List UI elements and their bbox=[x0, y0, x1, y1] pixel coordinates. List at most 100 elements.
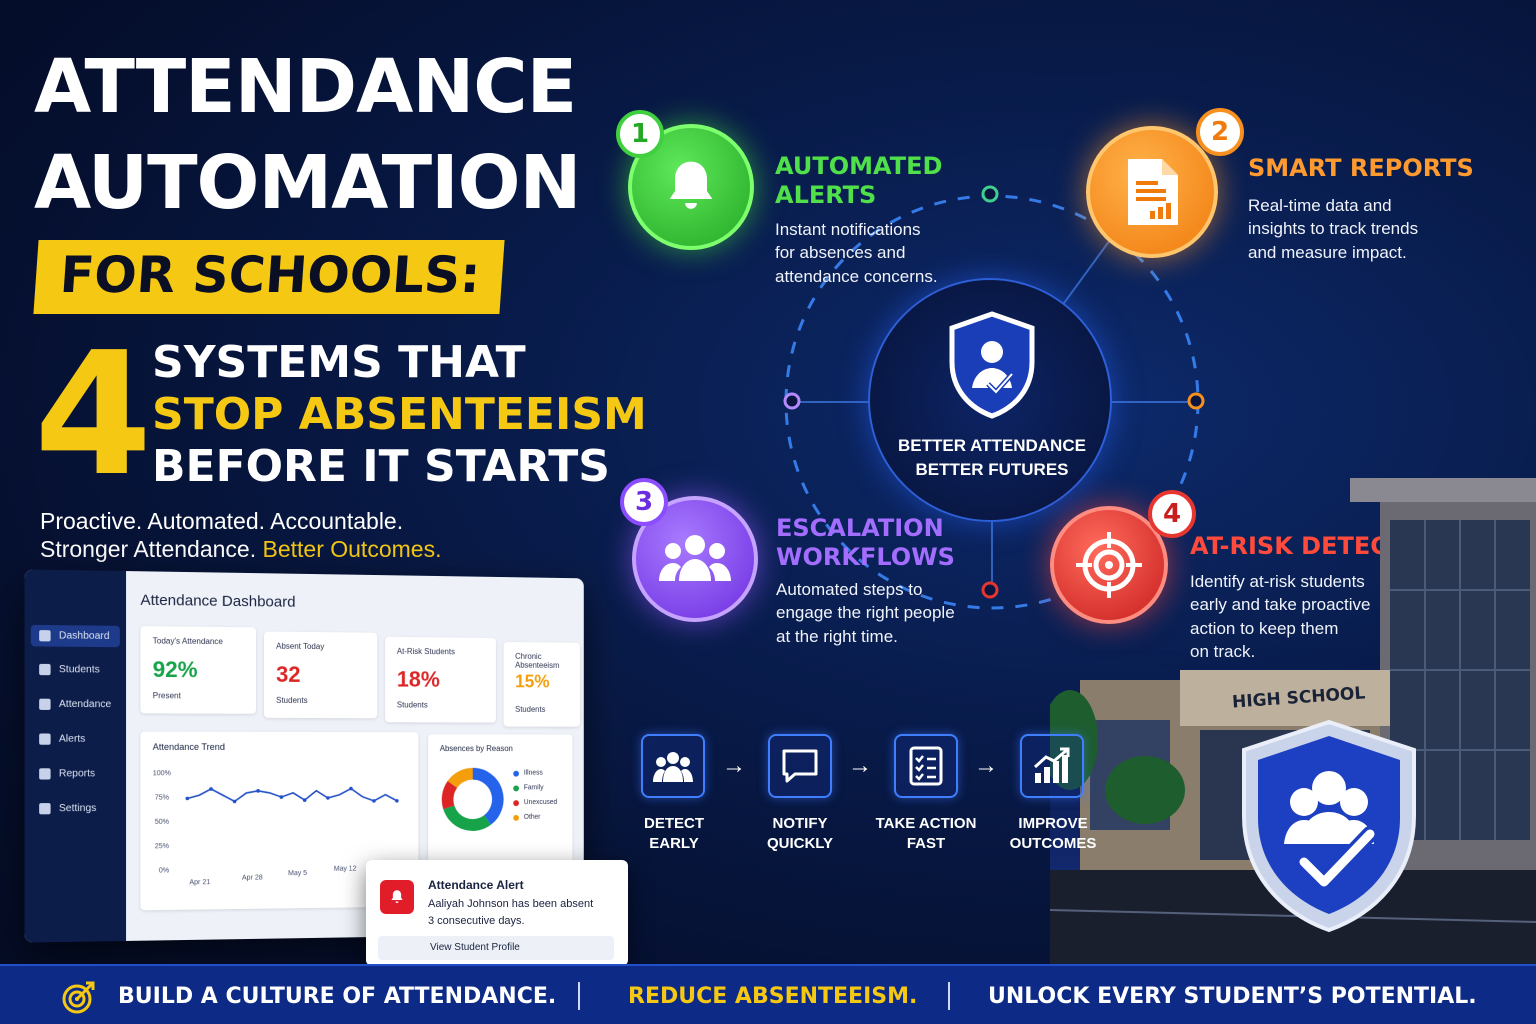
kpi-value: 18% bbox=[397, 667, 440, 693]
center-line-1: BETTER ATTENDANCE bbox=[870, 436, 1114, 456]
sidebar-item-dashboard[interactable]: Dashboard bbox=[31, 625, 120, 647]
legend-item: Family bbox=[513, 784, 557, 791]
kpi-card-chronic: Chronic Absenteeism 15% Students bbox=[504, 642, 580, 727]
system-1-desc-line2: for absences and bbox=[775, 243, 905, 262]
step-improve-box bbox=[1020, 734, 1084, 798]
sidebar-item-settings[interactable]: Settings bbox=[39, 803, 96, 814]
step-action-label: TAKE ACTION FAST bbox=[868, 814, 984, 853]
kpi-sub: Students bbox=[515, 705, 545, 714]
kpi-card-absent: Absent Today 32 Students bbox=[264, 631, 377, 718]
trend-point bbox=[209, 787, 213, 791]
trend-point bbox=[233, 800, 237, 804]
legend-label: Unexcused bbox=[524, 799, 557, 806]
step-notify-l2: QUICKLY bbox=[767, 835, 833, 852]
arrow-right-icon: → bbox=[722, 752, 746, 780]
system-3-title-line1: ESCALATION bbox=[776, 514, 944, 542]
y-tick: 50% bbox=[155, 819, 169, 826]
kpi-label: At-Risk Students bbox=[397, 647, 455, 656]
attendance-alert-popup: Attendance Alert Aaliyah Johnson has bee… bbox=[366, 860, 628, 966]
legend-item: Illness bbox=[513, 770, 557, 777]
growth-chart-icon bbox=[1032, 747, 1072, 785]
legend-label: Illness bbox=[524, 770, 543, 777]
tagline-2b: Better Outcomes. bbox=[263, 536, 442, 562]
gear-icon bbox=[39, 803, 50, 814]
headline-highlight: FOR SCHOOLS: bbox=[33, 240, 504, 314]
banner-text-1: BUILD A CULTURE OF ATTENDANCE. bbox=[118, 984, 556, 1009]
headline-sub1: SYSTEMS THAT bbox=[152, 340, 526, 386]
legend-label: Family bbox=[524, 784, 544, 791]
kpi-sub: Students bbox=[276, 696, 308, 705]
trend-point bbox=[186, 797, 190, 801]
trend-line-chart bbox=[177, 768, 406, 873]
reasons-donut-chart bbox=[438, 764, 508, 835]
donut-slice-family bbox=[449, 807, 488, 825]
step-action-l2: FAST bbox=[907, 835, 945, 852]
donut-slice-illness bbox=[473, 774, 498, 820]
kpi-card-at-risk: At-Risk Students 18% Students bbox=[385, 637, 496, 723]
kpi-value: 92% bbox=[153, 657, 198, 684]
tagline-2: Stronger Attendance. Better Outcomes. bbox=[40, 534, 441, 565]
legend-dot bbox=[513, 770, 519, 776]
system-2-desc: Real-time data andinsights to track tren… bbox=[1248, 194, 1418, 264]
sidebar-item-label: Attendance bbox=[59, 699, 111, 710]
system-1-title: AUTOMATEDALERTS bbox=[775, 152, 942, 210]
legend-item: Unexcused bbox=[513, 799, 557, 806]
step-detect-l1: DETECT bbox=[644, 815, 704, 832]
kpi-sub: Students bbox=[397, 700, 428, 709]
trend-point bbox=[303, 798, 307, 802]
x-tick: Apr 21 bbox=[189, 879, 210, 886]
users-icon bbox=[39, 664, 50, 675]
legend-dot bbox=[513, 800, 519, 806]
shield-badge-icon bbox=[1234, 716, 1424, 936]
kpi-label: Today's Attendance bbox=[153, 636, 223, 646]
donut-slice-unexcused bbox=[448, 784, 453, 807]
trend-point bbox=[349, 787, 353, 791]
step-improve-label: IMPROVEOUTCOMES bbox=[998, 814, 1108, 853]
system-3-title-line2: WORKFLOWS bbox=[776, 543, 955, 571]
group-icon bbox=[655, 529, 735, 589]
bottom-banner: BUILD A CULTURE OF ATTENDANCE. REDUCE AB… bbox=[0, 964, 1536, 1024]
step-detect-box bbox=[641, 734, 705, 798]
headline-sub3: BEFORE IT STARTS bbox=[152, 444, 610, 490]
sidebar-item-alerts[interactable]: Alerts bbox=[39, 733, 85, 744]
alert-bell-icon bbox=[380, 880, 414, 914]
kpi-value: 15% bbox=[515, 672, 549, 693]
trend-point bbox=[372, 799, 376, 803]
system-3-desc-line3: at the right time. bbox=[776, 627, 898, 646]
calendar-check-icon bbox=[39, 699, 50, 710]
system-1-desc-line1: Instant notifications bbox=[775, 220, 921, 239]
system-1-desc-line3: attendance concerns. bbox=[775, 267, 938, 286]
view-student-profile-button[interactable]: View Student Profile bbox=[378, 936, 614, 960]
step-detect-label: DETECTEARLY bbox=[622, 814, 726, 853]
step-action-l1: TAKE ACTION bbox=[876, 815, 977, 832]
system-1-desc: Instant notifications for absences and att… bbox=[775, 218, 938, 288]
sidebar-item-reports[interactable]: Reports bbox=[39, 768, 95, 779]
kpi-sub: Present bbox=[153, 691, 181, 700]
people-icon bbox=[653, 748, 693, 784]
reasons-legend: IllnessFamilyUnexcusedOther bbox=[513, 770, 557, 829]
headline-sub2: STOP ABSENTEEISM bbox=[152, 392, 647, 438]
step-notify-box bbox=[768, 734, 832, 798]
sidebar-item-attendance[interactable]: Attendance bbox=[39, 699, 111, 711]
step-notify-l1: NOTIFY bbox=[773, 815, 828, 832]
sidebar-item-label: Dashboard bbox=[59, 630, 110, 642]
legend-label: Other bbox=[524, 814, 541, 821]
system-2-desc-line3: and measure impact. bbox=[1248, 243, 1407, 262]
system-2-number: 2 bbox=[1196, 108, 1244, 156]
system-3-title: ESCALATIONWORKFLOWS bbox=[776, 514, 955, 572]
kpi-card-attendance: Today's Attendance 92% Present bbox=[140, 626, 256, 714]
dashboard-title: Attendance Dashboard bbox=[140, 592, 295, 611]
bell-icon bbox=[39, 733, 50, 744]
legend-dot bbox=[513, 785, 519, 791]
system-3-desc-line1: Automated steps to bbox=[776, 580, 922, 599]
sidebar-item-students[interactable]: Students bbox=[39, 664, 100, 676]
x-tick: Apr 28 bbox=[242, 874, 263, 881]
tagline-1: Proactive. Automated. Accountable. bbox=[40, 506, 403, 537]
shield-user-icon bbox=[944, 310, 1040, 420]
kpi-label: Absent Today bbox=[276, 642, 324, 651]
alert-message-1: Aaliyah Johnson has been absent bbox=[428, 898, 593, 910]
headline-number: 4 bbox=[34, 330, 152, 500]
sidebar-item-label: Alerts bbox=[59, 734, 85, 745]
sidebar-item-label: Students bbox=[59, 664, 100, 676]
arrow-right-icon: → bbox=[848, 752, 872, 780]
